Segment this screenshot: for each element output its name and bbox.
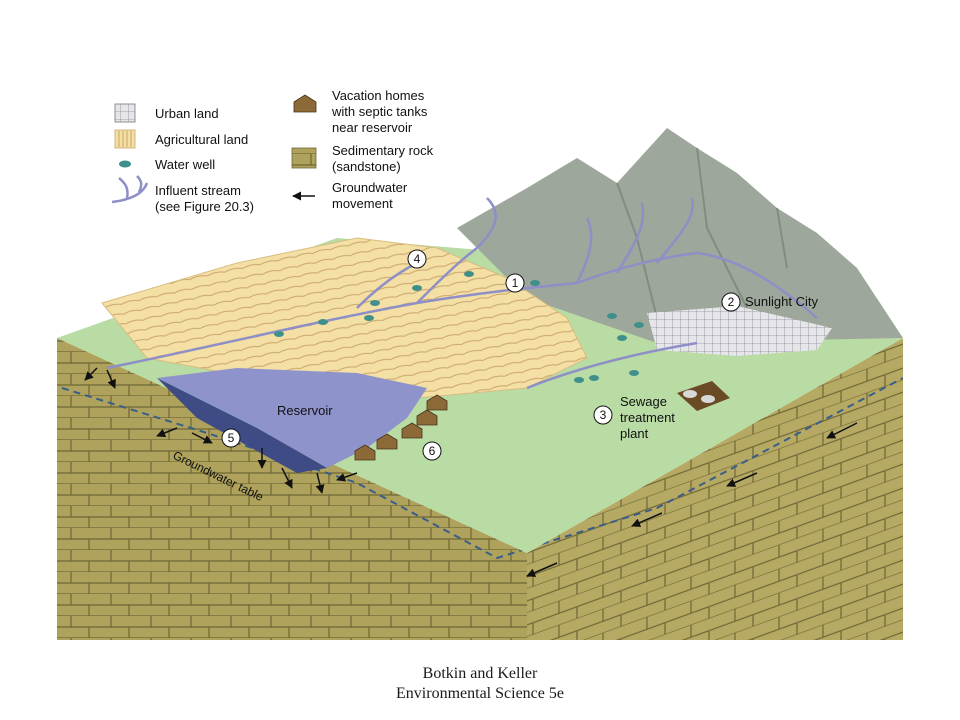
water-well — [370, 300, 380, 306]
svg-text:Sedimentary rock: Sedimentary rock — [332, 143, 434, 158]
svg-text:6: 6 — [429, 444, 436, 458]
agricultural-land-swatch — [114, 129, 136, 149]
svg-text:Agricultural land: Agricultural land — [155, 132, 248, 147]
water-well — [318, 319, 328, 325]
svg-text:1: 1 — [512, 276, 519, 290]
water-well — [607, 313, 617, 319]
svg-text:(see Figure 20.3): (see Figure 20.3) — [155, 199, 254, 214]
legend: Urban land Agricultural land Water well … — [111, 88, 434, 214]
caption-book: Environmental Science 5e — [396, 685, 564, 702]
sewage-plant-label-line: treatment — [620, 410, 675, 425]
svg-text:Groundwater: Groundwater — [332, 180, 408, 195]
svg-text:Urban land: Urban land — [155, 106, 219, 121]
numbered-markers: 1 2 3 4 5 6 — [221, 249, 741, 461]
vacation-home — [416, 409, 438, 426]
sewage-plant-label-line: plant — [620, 426, 649, 441]
caption-authors: Botkin and Keller — [422, 665, 538, 682]
water-well — [412, 285, 422, 291]
water-well — [589, 375, 599, 381]
water-wells — [274, 271, 644, 383]
marker-5: 5 — [221, 428, 241, 448]
svg-text:Water well: Water well — [155, 157, 215, 172]
legend-urban-land: Urban land — [114, 103, 219, 123]
marker-2: 2 — [721, 292, 741, 312]
rock-right-face — [527, 338, 903, 640]
sewage-treatment-plant — [677, 381, 730, 411]
svg-text:(sandstone): (sandstone) — [332, 159, 401, 174]
svg-text:5: 5 — [228, 431, 235, 445]
marker-1: 1 — [505, 273, 525, 293]
marker-4: 4 — [407, 249, 427, 269]
water-well-swatch — [119, 160, 131, 168]
svg-text:Influent stream: Influent stream — [155, 183, 241, 198]
water-well — [574, 377, 584, 383]
legend-sedimentary-rock: Sedimentary rock (sandstone) — [291, 143, 434, 174]
groundwater-diagram: Reservoir Groundwater table Sunlight Cit… — [57, 88, 903, 640]
sewage-plant-label: Sewage treatment plant — [620, 394, 675, 441]
legend-vacation-homes: Vacation homes with septic tanks near re… — [293, 88, 428, 135]
reservoir-label: Reservoir — [277, 403, 333, 418]
water-well — [629, 370, 639, 376]
vacation-home — [376, 433, 398, 450]
vacation-home-icon — [293, 94, 317, 113]
vacation-homes — [354, 394, 448, 461]
marker-3: 3 — [593, 405, 613, 425]
vacation-home — [426, 394, 448, 411]
water-well — [364, 315, 374, 321]
influent-stream-swatch — [111, 175, 149, 204]
sunlight-city-label: Sunlight City — [745, 294, 818, 309]
groundwater-arrows — [84, 367, 858, 577]
water-well — [274, 331, 284, 337]
water-well — [464, 271, 474, 277]
svg-text:2: 2 — [728, 295, 735, 309]
legend-groundwater-movement: Groundwater movement — [292, 180, 408, 211]
svg-text:movement: movement — [332, 196, 393, 211]
water-well — [634, 322, 644, 328]
legend-water-well: Water well — [119, 157, 215, 172]
svg-text:with septic tanks: with septic tanks — [331, 104, 428, 119]
sedimentary-rock-swatch — [291, 147, 317, 169]
groundwater-table-line — [61, 377, 903, 560]
water-well — [530, 280, 540, 286]
reservoir — [157, 368, 427, 473]
legend-influent-stream: Influent stream (see Figure 20.3) — [111, 175, 254, 214]
legend-agricultural-land: Agricultural land — [114, 129, 248, 149]
svg-text:3: 3 — [600, 408, 607, 422]
urban-land-swatch — [114, 103, 136, 123]
marker-6: 6 — [422, 441, 442, 461]
vacation-home — [401, 422, 423, 439]
sewage-plant-label-line: Sewage — [620, 394, 667, 409]
water-well — [617, 335, 627, 341]
vacation-home — [354, 444, 376, 461]
svg-text:Vacation homes: Vacation homes — [332, 88, 425, 103]
rock-left-face — [57, 338, 527, 640]
svg-text:near reservoir: near reservoir — [332, 120, 413, 135]
svg-text:4: 4 — [414, 252, 421, 266]
